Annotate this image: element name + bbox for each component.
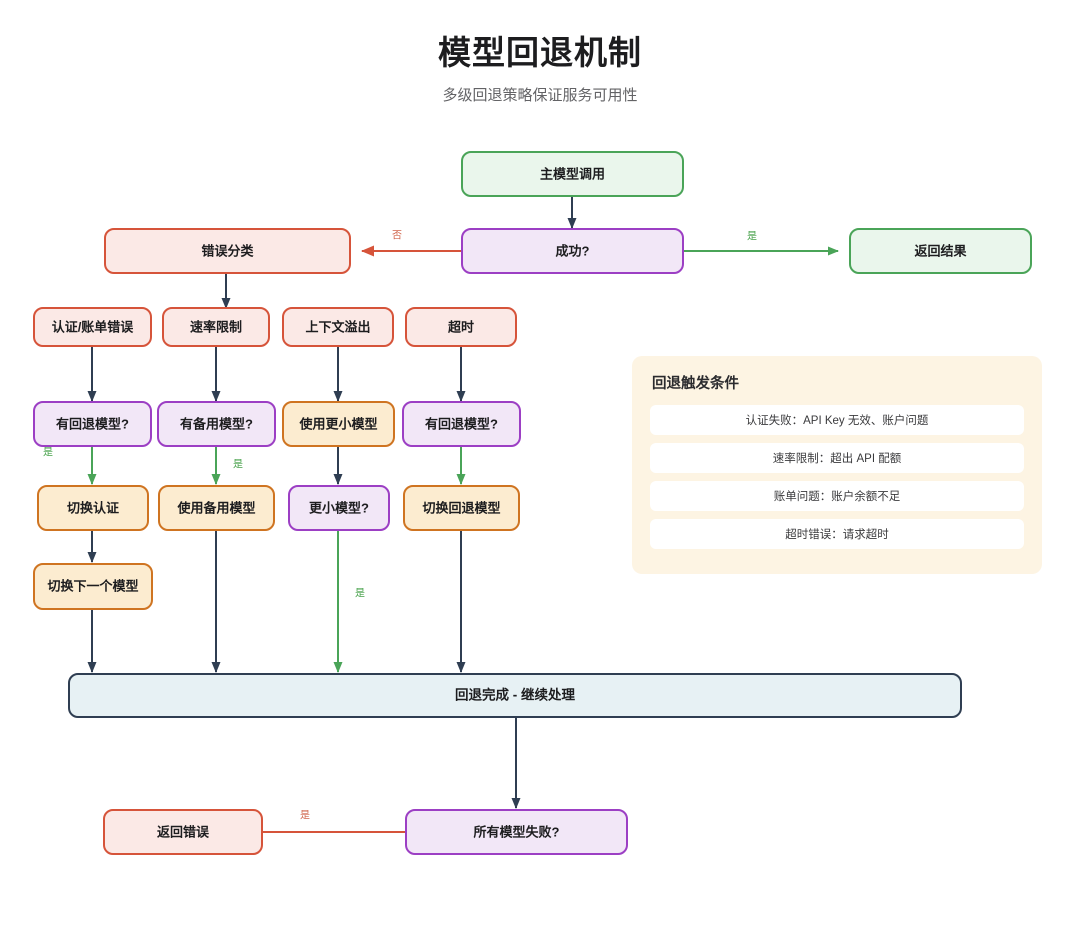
node-q-backup[interactable]: 有备用模型?	[157, 401, 276, 447]
page-subtitle: 多级回退策略保证服务可用性	[442, 87, 638, 104]
edge-label-yes-qbackup: 是	[233, 459, 243, 471]
legend-item: 速率限制：超出 API 配额	[650, 443, 1024, 473]
node-err-timeout-label: 超时	[448, 319, 474, 334]
node-return-err[interactable]: 返回错误	[103, 809, 263, 855]
node-err-auth[interactable]: 认证/账单错误	[33, 307, 152, 347]
edge-layer: 是 否 是 是 是	[43, 196, 839, 833]
node-err-auth-label: 认证/账单错误	[52, 319, 135, 334]
node-classify-label: 错误分类	[201, 243, 254, 258]
edge-label-yes-qsmaller: 是	[355, 588, 365, 600]
node-switch-next[interactable]: 切换下一个模型	[33, 563, 153, 610]
node-result[interactable]: 返回结果	[849, 228, 1032, 274]
edge-label-yes-success: 是	[747, 231, 757, 243]
node-err-ctx[interactable]: 上下文溢出	[282, 307, 394, 347]
node-err-rate[interactable]: 速率限制	[162, 307, 270, 347]
legend-item: 账单问题：账户余额不足	[650, 481, 1024, 511]
node-switch-auth-label: 切换认证	[67, 500, 119, 515]
legend-item: 认证失败：API Key 无效、账户问题	[650, 405, 1024, 435]
node-done[interactable]: 回退完成 - 继续处理	[68, 673, 962, 718]
edge-label-yes-allfailed: 是	[300, 810, 310, 822]
node-primary-label: 主模型调用	[540, 166, 605, 181]
page-title: 模型回退机制	[438, 34, 642, 71]
node-q-fallback1-label: 有回退模型?	[56, 416, 129, 431]
node-switch-next-label: 切换下一个模型	[47, 578, 138, 593]
node-switch-auth[interactable]: 切换认证	[37, 485, 149, 531]
legend-title: 回退触发条件	[652, 376, 739, 392]
node-q-fallback1[interactable]: 有回退模型?	[33, 401, 152, 447]
node-q-backup-label: 有备用模型?	[180, 416, 253, 431]
node-q-fallback2[interactable]: 有回退模型?	[402, 401, 521, 447]
node-err-ctx-label: 上下文溢出	[305, 319, 370, 334]
node-success[interactable]: 成功?	[461, 228, 684, 274]
node-q-smaller-label: 更小模型?	[309, 500, 369, 515]
node-all-failed[interactable]: 所有模型失败?	[405, 809, 628, 855]
node-all-failed-label: 所有模型失败?	[474, 824, 560, 839]
node-err-timeout[interactable]: 超时	[405, 307, 517, 347]
node-q-smaller[interactable]: 更小模型?	[288, 485, 390, 531]
node-use-backup-label: 使用备用模型	[176, 500, 255, 515]
edge-label-yes-qfallback1: 是	[43, 447, 53, 459]
legend-item: 超时错误：请求超时	[650, 519, 1024, 549]
node-primary[interactable]: 主模型调用	[461, 151, 684, 197]
node-result-label: 返回结果	[914, 243, 966, 258]
node-switch-fb-label: 切换回退模型	[422, 500, 500, 515]
node-err-rate-label: 速率限制	[190, 319, 242, 334]
node-layer: 主模型调用 成功? 返回结果 错误分类 认证/账单错误	[33, 151, 1032, 855]
node-success-label: 成功?	[556, 243, 590, 258]
legend-panel: 回退触发条件 认证失败：API Key 无效、账户问题 速率限制：超出 API …	[632, 356, 1042, 574]
node-classify[interactable]: 错误分类	[104, 228, 351, 274]
node-done-label: 回退完成 - 继续处理	[455, 687, 575, 703]
node-switch-fb[interactable]: 切换回退模型	[403, 485, 520, 531]
node-use-smaller[interactable]: 使用更小模型	[282, 401, 395, 447]
edge-label-no-success: 否	[392, 230, 402, 242]
node-q-fallback2-label: 有回退模型?	[425, 416, 498, 431]
node-use-smaller-label: 使用更小模型	[298, 416, 377, 431]
node-use-backup[interactable]: 使用备用模型	[158, 485, 275, 531]
node-return-err-label: 返回错误	[157, 824, 210, 839]
